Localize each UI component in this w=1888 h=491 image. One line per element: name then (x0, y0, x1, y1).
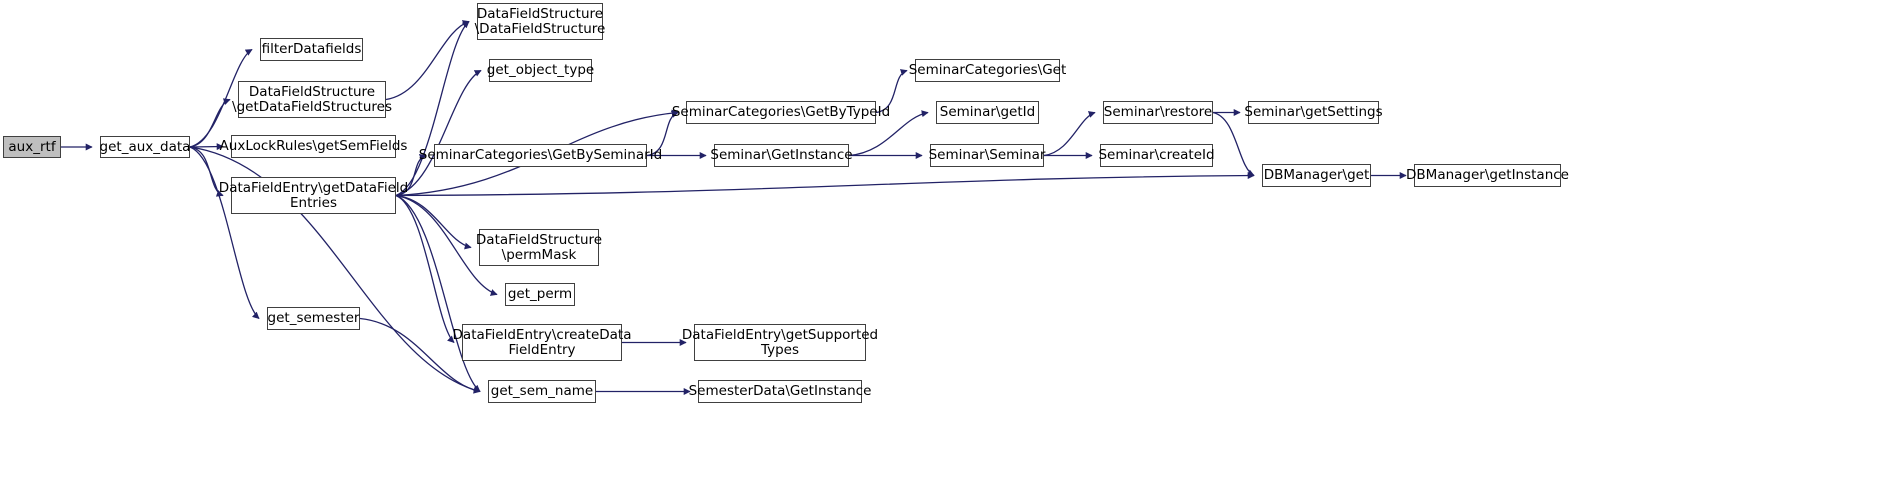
graph-node-sem_restore[interactable]: Seminar\restore (1103, 101, 1213, 124)
graph-node-filterDatafields[interactable]: filterDatafields (260, 38, 363, 61)
graph-node-get_sem_name[interactable]: get_sem_name (488, 380, 596, 403)
graph-node-aux_rtf[interactable]: aux_rtf (3, 136, 61, 158)
graph-node-get_semester[interactable]: get_semester (267, 307, 360, 330)
graph-node-dfs_ctor[interactable]: DataFieldStructure \DataFieldStructure (475, 3, 605, 40)
graph-node-sem_createid[interactable]: Seminar\createId (1098, 144, 1215, 167)
graph-node-sem_getid[interactable]: Seminar\getId (936, 101, 1039, 124)
graph-node-dbm_get[interactable]: DBManager\get (1262, 164, 1371, 187)
graph-node-dfe_getDFE[interactable]: DataFieldEntry\getDataField Entries (219, 177, 408, 214)
graph-node-get_perm[interactable]: get_perm (505, 283, 575, 306)
graph-node-semdata_getinst[interactable]: SemesterData\GetInstance (689, 380, 871, 403)
graph-node-get_aux_data[interactable]: get_aux_data (100, 136, 190, 158)
edge-dfe_getDFE-to-dbm_get (395, 172, 1255, 197)
graph-node-sem_getsettings[interactable]: Seminar\getSettings (1244, 101, 1383, 124)
graph-node-sem_seminar[interactable]: Seminar\Seminar (929, 144, 1045, 167)
edge-dfe_getDFE-to-get_sem_name (395, 194, 481, 393)
graph-node-sc_byseminarid[interactable]: SeminarCategories\GetBySeminarId (419, 144, 662, 167)
graph-node-auxlock[interactable]: AuxLockRules\getSemFields (220, 135, 407, 158)
graph-node-sc_bytypeid[interactable]: SeminarCategories\GetByTypeId (672, 101, 890, 124)
graph-node-sc_get[interactable]: SeminarCategories\Get (909, 59, 1066, 82)
graph-node-dbm_getinstance[interactable]: DBManager\getInstance (1406, 164, 1569, 187)
graph-node-dfe_create[interactable]: DataFieldEntry\createData FieldEntry (453, 324, 631, 361)
edge-dfs_getDFS-to-dfs_ctor (385, 20, 470, 101)
edge-dfe_getDFE-to-get_object_type (395, 69, 482, 197)
edge-get_aux_data-to-get_semester (189, 146, 260, 319)
graph-node-dfs_permmask[interactable]: DataFieldStructure \permMask (476, 229, 602, 266)
graph-node-dfe_supported[interactable]: DataFieldEntry\getSupported Types (682, 324, 878, 361)
edge-get_aux_data-to-auxlock (189, 143, 224, 151)
edge-sem_seminar-to-sem_restore (1043, 111, 1096, 157)
graph-node-sem_getinstance[interactable]: Seminar\GetInstance (710, 144, 853, 167)
edge-dfe_getDFE-to-dfs_ctor (395, 21, 470, 197)
graph-node-dfs_getDFS[interactable]: DataFieldStructure \getDataFieldStructur… (232, 81, 392, 118)
graph-node-get_object_type[interactable]: get_object_type (487, 59, 594, 82)
edge-dfe_getDFE-to-dfe_create (395, 194, 455, 343)
